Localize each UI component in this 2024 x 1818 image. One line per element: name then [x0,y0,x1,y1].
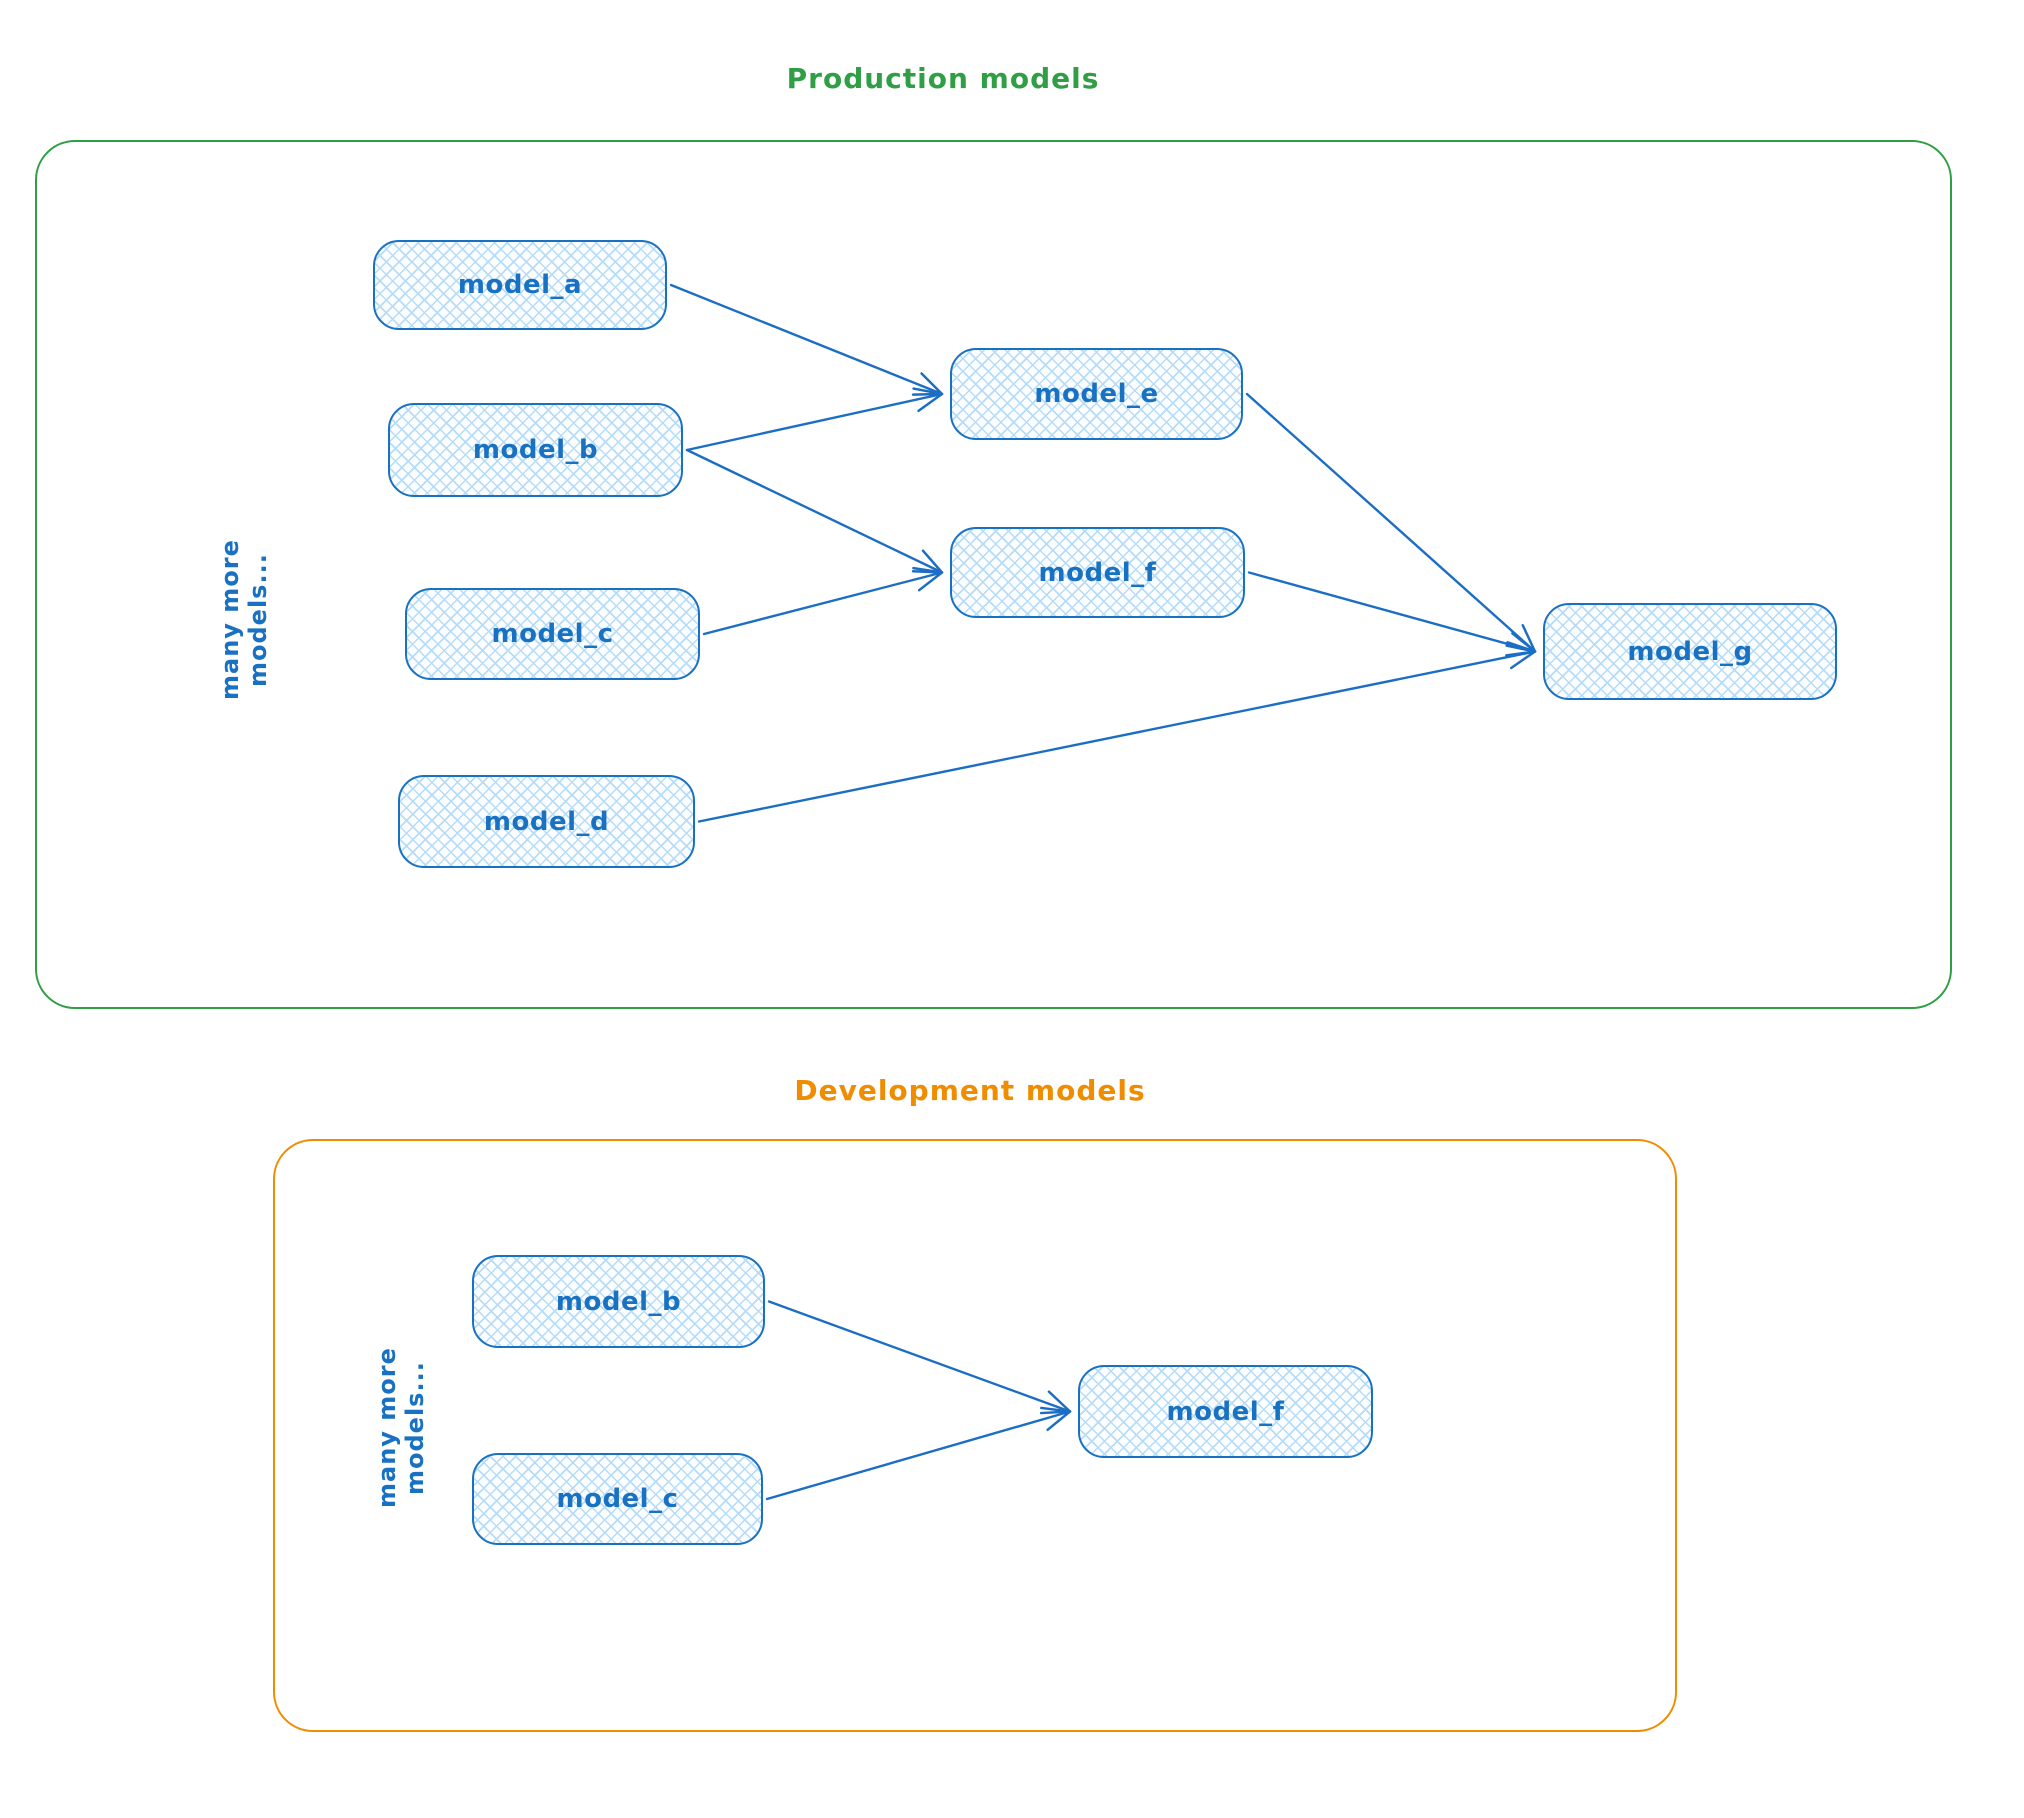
model-node-development-model_f: model_f [1078,1365,1373,1458]
development-section-frame [273,1139,1677,1732]
model-node-label-development-model_b: model_b [555,1286,682,1317]
model-node-label-production-model_e: model_e [1034,379,1159,409]
production-section-title: Production models [786,62,1100,95]
model-node-label-production-model_c: model_c [491,619,614,649]
production-section-frame [35,140,1952,1009]
model-node-production-model_f: model_f [950,527,1245,618]
model-node-label-development-model_c: model_c [556,1484,679,1514]
model-node-label-production-model_d: model_d [483,806,610,837]
model-node-production-model_g: model_g [1543,603,1837,700]
production-side-label: many more models... [216,539,272,701]
model-node-production-model_b: model_b [388,403,683,497]
model-node-development-model_b: model_b [472,1255,765,1348]
model-node-production-model_d: model_d [398,775,695,868]
development-side-label: many more models... [373,1347,429,1509]
model-node-label-production-model_a: model_a [457,270,583,300]
model-node-production-model_c: model_c [405,588,700,680]
model-node-label-production-model_g: model_g [1627,636,1753,667]
model-node-label-production-model_f: model_f [1038,557,1157,588]
model-node-label-development-model_f: model_f [1166,1396,1285,1427]
model-node-development-model_c: model_c [472,1453,763,1545]
model-node-label-production-model_b: model_b [472,435,599,465]
development-section-title: Development models [794,1074,1146,1107]
model-node-production-model_a: model_a [373,240,667,330]
model-node-production-model_e: model_e [950,348,1243,440]
